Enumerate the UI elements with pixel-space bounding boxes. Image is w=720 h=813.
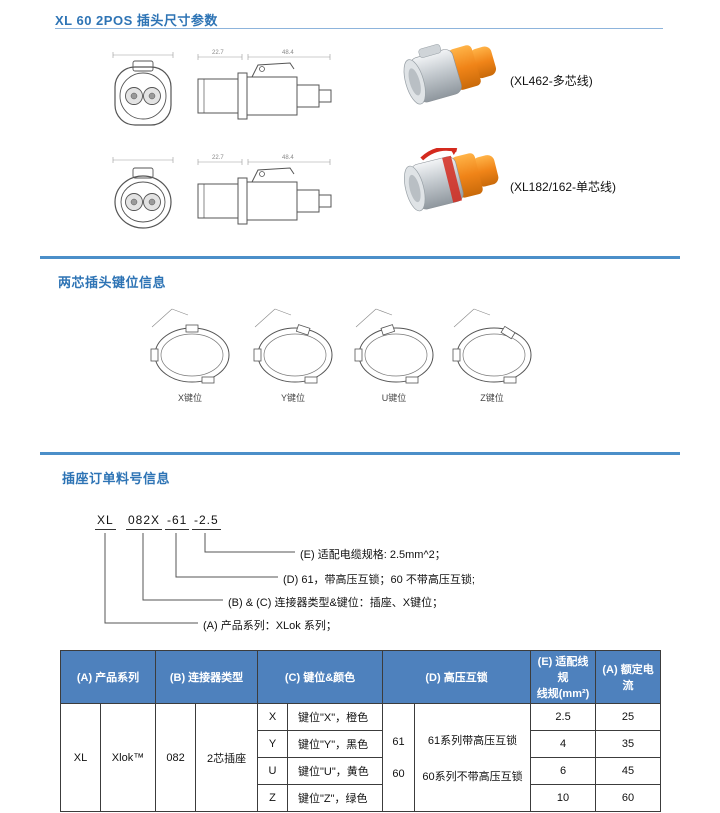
hvil-desc-61: 61系列带高压互锁 xyxy=(427,734,518,747)
front-view-drawing-1 xyxy=(112,52,174,126)
hvil-code-60: 60 xyxy=(392,767,405,780)
table-row: Y 键位"Y"，黑色 4 35 xyxy=(61,730,662,758)
key-label-x: X键位 xyxy=(177,393,202,403)
callout-type-key: (B) & (C) 连接器类型&键位：插座、X键位； xyxy=(228,597,444,609)
order-table: (A) 产品系列 (B) 连接器类型 (C) 键位&颜色 (D) 高压互锁 (E… xyxy=(59,650,662,812)
callout-leader-lines xyxy=(104,533,295,624)
svg-text:22.7: 22.7 xyxy=(212,50,224,56)
front-view-drawing-2 xyxy=(112,157,174,229)
connector-photo-singlecore xyxy=(404,148,499,212)
cell-type-code: 082 xyxy=(155,703,197,812)
photo-label-singlecore: (XL182/162-单芯线) xyxy=(510,180,617,194)
header-wire-gauge-line2: 线规(mm²) xyxy=(536,688,590,700)
photo-label-multicore: (XL462-多芯线) xyxy=(510,74,593,88)
keying-shape-y-icon xyxy=(253,308,333,384)
cell-key: U xyxy=(257,757,289,785)
keying-diagram-x: X键位 xyxy=(142,303,238,404)
cell-series-name: Xlok™ xyxy=(99,703,157,812)
section-divider-1 xyxy=(40,256,680,259)
table-header-row: (A) 产品系列 (B) 连接器类型 (C) 键位&颜色 (D) 高压互锁 (E… xyxy=(59,650,662,704)
key-label-u: U键位 xyxy=(381,393,407,403)
svg-text:22.7: 22.7 xyxy=(212,155,224,161)
cell-wire: 10 xyxy=(530,784,597,812)
section3-title: 插座订单料号信息 xyxy=(62,471,171,486)
cell-current: 35 xyxy=(595,730,662,758)
hvil-code-61: 61 xyxy=(392,735,405,748)
table-row: U 键位"U"，黄色 6 45 xyxy=(61,757,662,785)
header-product-series: (A) 产品系列 xyxy=(59,650,157,704)
part-segment-wire: -2.5 xyxy=(192,513,221,530)
cell-key: Y xyxy=(257,730,289,758)
cell-key-desc: 键位"Z"，绿色 xyxy=(287,784,384,812)
header-connector-type: (B) 连接器类型 xyxy=(155,650,259,704)
callout-hvil: (D) 61，带高压互锁；60 不带高压互锁; xyxy=(283,574,475,586)
connector-photo-multicore xyxy=(403,44,497,105)
side-view-drawing-2: 22.7 48.4 xyxy=(197,155,332,225)
section2-title: 两芯插头键位信息 xyxy=(58,275,167,290)
key-label-y: Y键位 xyxy=(280,393,305,403)
part-segment-hvil: -61 xyxy=(165,513,190,530)
cell-key: Z xyxy=(257,784,289,812)
part-segment-type: 082X xyxy=(126,513,163,530)
cell-series-code: XL xyxy=(60,703,101,812)
header-rated-current: (A) 额定电流 xyxy=(595,650,662,704)
keying-diagram-u: U键位 xyxy=(346,303,442,404)
svg-text:48.4: 48.4 xyxy=(282,155,294,161)
cell-hvil-codes: 61 60 xyxy=(382,703,416,812)
header-key-color: (C) 键位&颜色 xyxy=(257,650,384,704)
keying-shape-u-icon xyxy=(354,308,434,384)
cell-key: X xyxy=(257,703,289,731)
cell-key-desc: 键位"Y"，黑色 xyxy=(287,730,384,758)
callout-cable-spec: (E) 适配电缆规格: 2.5mm^2； xyxy=(300,549,446,561)
keying-shape-z-icon xyxy=(452,308,532,384)
cell-wire: 2.5 xyxy=(530,703,597,731)
keying-diagram-z: Z键位 xyxy=(444,303,540,404)
cell-hvil-descs: 61系列带高压互锁 60系列不带高压互锁 xyxy=(414,703,532,812)
hvil-desc-60: 60系列不带高压互锁 xyxy=(422,770,523,783)
cell-current: 45 xyxy=(595,757,662,785)
table-row: XL Xlok™ 082 2芯插座 X 键位"X"，橙色 61 60 61系列带… xyxy=(60,703,662,812)
section-divider-2 xyxy=(40,452,680,455)
callout-series: (A) 产品系列：XLok 系列； xyxy=(203,620,337,632)
table-row: Z 键位"Z"，绿色 10 60 xyxy=(61,784,662,812)
header-wire-gauge: (E) 适配线规 线规(mm²) xyxy=(530,650,597,704)
cell-current: 25 xyxy=(595,703,662,731)
cell-wire: 6 xyxy=(530,757,597,785)
cell-type-name: 2芯插座 xyxy=(195,703,259,812)
side-view-drawing-1: 22.7 48.4 xyxy=(197,50,332,120)
header-hvil: (D) 高压互锁 xyxy=(382,650,532,704)
title-underline xyxy=(55,28,663,29)
cell-key-desc: 键位"U"，黄色 xyxy=(287,757,384,785)
key-label-z: Z键位 xyxy=(480,393,504,403)
header-wire-gauge-line1: (E) 适配线规 xyxy=(537,656,589,684)
cell-key-desc: 键位"X"，橙色 xyxy=(287,703,384,731)
section1-title: XL 60 2POS 插头尺寸参数 xyxy=(55,13,218,28)
keying-diagram-y: Y键位 xyxy=(245,303,341,404)
part-segment-series: XL xyxy=(95,513,116,530)
svg-text:48.4: 48.4 xyxy=(282,50,294,56)
cell-wire: 4 xyxy=(530,730,597,758)
cell-current: 60 xyxy=(595,784,662,812)
keying-shape-x-icon xyxy=(150,308,230,384)
